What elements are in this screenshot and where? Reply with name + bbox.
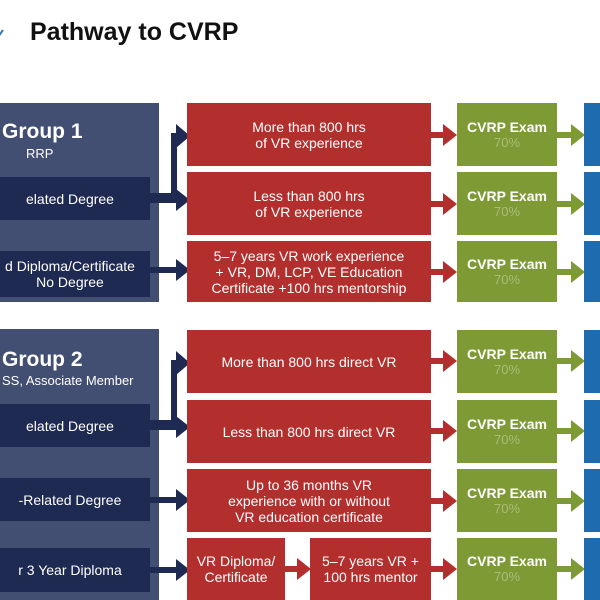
group-2-qualification-related-degree: -Related Degree xyxy=(0,478,150,521)
group-1-requirement-3: 5–7 years VR work experience + VR, DM, L… xyxy=(187,241,431,302)
group-2-requirement-2: Less than 800 hrs direct VR xyxy=(187,400,431,463)
group-1-certification-2 xyxy=(584,172,600,235)
group-2-arrow-to-exam-1-icon xyxy=(431,350,457,372)
group-2-branch-arrow-up-icon xyxy=(150,351,190,426)
group-1-certification-1 xyxy=(584,103,600,166)
logo-mark-icon xyxy=(0,29,4,37)
group-2-requirement-4-step-2: 5–7 years VR + 100 hrs mentor xyxy=(310,538,431,600)
group-2-arrow-to-cert-3-icon xyxy=(557,490,585,512)
group-2-certification-1 xyxy=(584,330,600,393)
group-1-arrow-to-exam-1-icon xyxy=(431,124,457,146)
group-1-exam-3: CVRP Exam 70% xyxy=(457,241,557,302)
group-2-qualification-diploma: r 3 Year Diploma xyxy=(0,548,150,592)
group-1-subtitle: RRP xyxy=(26,146,54,161)
group-1-arrow-diploma-icon xyxy=(150,259,190,281)
group-2-arrow-related-degree-icon xyxy=(150,489,190,511)
group-2-arrow-to-exam-3-icon xyxy=(431,490,457,512)
group-1-qualification-diploma: d Diploma/Certificate No Degree xyxy=(0,251,150,297)
group-1-qualification-degree: elated Degree xyxy=(0,177,150,220)
group-2-requirement-3: Up to 36 months VR experience with or wi… xyxy=(187,469,431,532)
group-2-arrow-diploma-icon xyxy=(150,559,190,581)
group-2-exam-3: CVRP Exam 70% xyxy=(457,469,557,532)
group-2-subtitle: SS, Associate Member xyxy=(2,373,134,388)
group-2-exam-4: CVRP Exam 70% xyxy=(457,538,557,600)
group-1-exam-2: CVRP Exam 70% xyxy=(457,172,557,235)
group-2-arrow-degree-icon xyxy=(150,416,190,438)
group-2-arrow-to-cert-2-icon xyxy=(557,420,585,442)
group-2-exam-2: CVRP Exam 70% xyxy=(457,400,557,463)
group-1-requirement-1: More than 800 hrs of VR experience xyxy=(187,103,431,166)
group-1-requirement-2: Less than 800 hrs of VR experience xyxy=(187,172,431,235)
group-2-title: Group 2 xyxy=(2,348,83,371)
group-2-certification-2 xyxy=(584,400,600,463)
group-2-arrow-step-icon xyxy=(285,558,311,580)
group-1-arrow-to-cert-1-icon xyxy=(557,124,585,146)
page-title: Pathway to CVRP xyxy=(30,18,239,46)
group-2-arrow-to-cert-1-icon xyxy=(557,350,585,372)
group-1-title: Group 1 xyxy=(2,120,83,143)
group-1-arrow-to-exam-2-icon xyxy=(431,193,457,215)
group-2-requirement-1: More than 800 hrs direct VR xyxy=(187,330,431,393)
group-1-arrow-degree-icon xyxy=(150,189,190,211)
group-1-arrow-to-exam-3-icon xyxy=(431,261,457,283)
group-1-exam-1: CVRP Exam 70% xyxy=(457,103,557,166)
group-2-requirement-4-step-1: VR Diploma/ Certificate xyxy=(187,538,285,600)
group-2-arrow-to-cert-4-icon xyxy=(557,558,585,580)
group-1-arrow-to-cert-2-icon xyxy=(557,193,585,215)
group-2-arrow-to-exam-4-icon xyxy=(431,558,457,580)
group-1-certification-3 xyxy=(584,241,600,302)
group-2-certification-4 xyxy=(584,538,600,600)
group-2-qualification-degree: elated Degree xyxy=(0,404,150,447)
group-2-certification-3 xyxy=(584,469,600,532)
group-1-branch-arrow-up-icon xyxy=(150,124,190,199)
group-1-arrow-to-cert-3-icon xyxy=(557,261,585,283)
group-2-arrow-to-exam-2-icon xyxy=(431,420,457,442)
group-2-exam-1: CVRP Exam 70% xyxy=(457,330,557,393)
